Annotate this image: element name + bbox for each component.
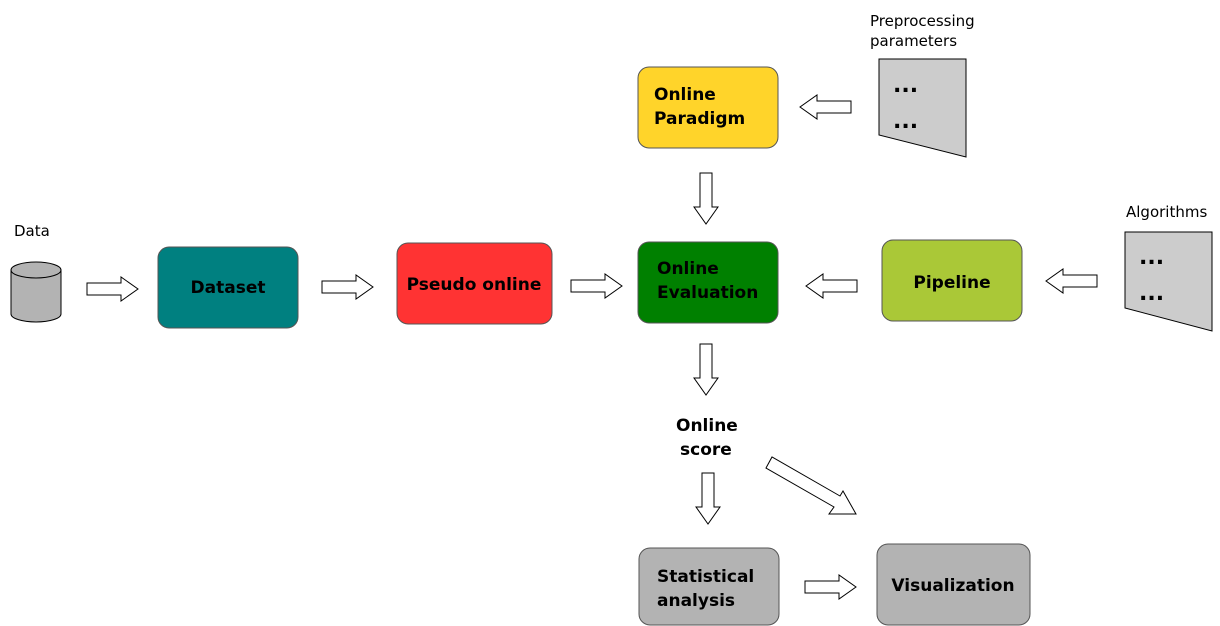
arrow-preprocessing-to-paradigm <box>799 94 852 120</box>
data-source: Data <box>10 222 62 323</box>
arrow-evaluation-to-score <box>693 343 719 396</box>
online-paradigm-label-line1: Online <box>654 85 716 105</box>
arrow-algorithms-to-pipeline <box>1045 268 1098 294</box>
statistical-analysis-node: Statistical analysis <box>638 547 780 626</box>
arrow-score-to-visualization <box>765 456 857 515</box>
online-score: Online score <box>676 416 738 460</box>
statistical-analysis-label-line2: analysis <box>657 591 735 611</box>
visualization-node: Visualization <box>876 543 1031 626</box>
arrow-pipeline-to-evaluation <box>805 273 858 299</box>
online-score-label-line2: score <box>680 440 732 460</box>
preprocessing-document-icon <box>878 58 967 158</box>
pseudo-online-node: Pseudo online <box>396 242 553 325</box>
online-evaluation-node: Online Evaluation <box>637 241 779 324</box>
data-label: Data <box>14 222 50 240</box>
statistical-analysis-label-line1: Statistical <box>657 567 754 587</box>
visualization-label: Visualization <box>891 576 1014 596</box>
online-evaluation-label-line1: Online <box>657 259 719 279</box>
arrow-statistical-analysis-to-visualization <box>804 574 857 600</box>
arrow-data-to-dataset <box>86 276 139 302</box>
algorithms-document-icon <box>1124 231 1213 332</box>
algorithms-label: Algorithms <box>1126 203 1207 221</box>
online-evaluation-label-line2: Evaluation <box>657 283 758 303</box>
dataset-label: Dataset <box>191 278 266 298</box>
preprocessing-dots-1: ... <box>893 73 918 98</box>
dataset-node: Dataset <box>157 246 299 329</box>
preprocessing-label-line1: Preprocessing <box>870 12 975 30</box>
online-score-label-line1: Online <box>676 416 738 436</box>
arrow-paradigm-to-evaluation <box>693 172 719 225</box>
algorithms: Algorithms ... ... <box>1124 203 1213 332</box>
algorithms-dots-2: ... <box>1139 281 1164 306</box>
algorithms-dots-1: ... <box>1139 245 1164 270</box>
online-paradigm-node: Online Paradigm <box>637 66 779 149</box>
preprocessing-parameters: Preprocessing parameters ... ... <box>870 12 975 158</box>
arrow-score-to-statistical-analysis <box>695 472 721 525</box>
database-icon <box>10 261 62 323</box>
preprocessing-label-line2: parameters <box>870 32 957 50</box>
pipeline-node: Pipeline <box>881 239 1023 322</box>
arrow-dataset-to-pseudo-online <box>321 274 374 300</box>
online-paradigm-label-line2: Paradigm <box>654 109 745 129</box>
preprocessing-dots-2: ... <box>893 109 918 134</box>
pseudo-online-label: Pseudo online <box>407 275 542 295</box>
pipeline-label: Pipeline <box>913 273 990 293</box>
arrow-pseudo-online-to-evaluation <box>570 273 623 299</box>
